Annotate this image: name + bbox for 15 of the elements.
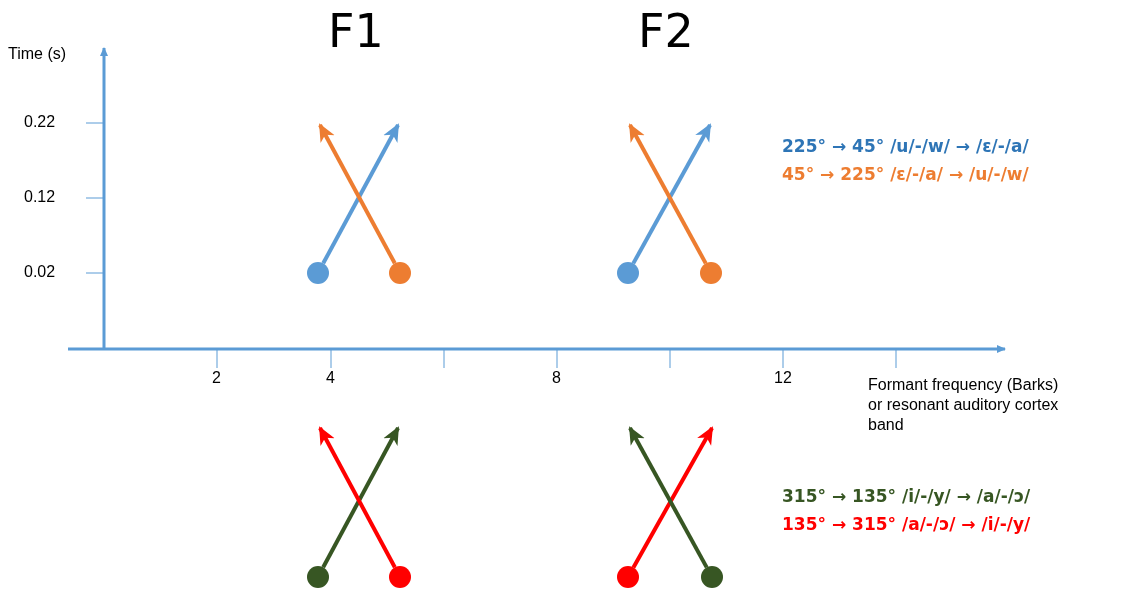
key-text: 225° → 45° /u/-/w/ → /ɛ/-/a/ (782, 136, 1029, 158)
key-text: 315° → 135° /i/-/y/ → /a/-/ɔ/ (782, 486, 1031, 508)
tick-label: 0.22 (24, 112, 56, 132)
panel-title: F1 (328, 8, 384, 54)
key-text: 45° → 225° /ɛ/-/a/ → /u/-/w/ (782, 164, 1029, 186)
tick-label: 12 (774, 368, 792, 388)
tick-label: 8 (552, 368, 561, 388)
tick-label: 0.12 (24, 187, 56, 207)
tick-label: 2 (212, 368, 221, 388)
key-text: 135° → 315° /a/-/ɔ/ → /i/-/y/ (782, 514, 1031, 536)
axis-title: Time (s) (8, 44, 67, 64)
axis-title: Formant frequency (Barks) or resonant auditory cortex band (868, 375, 1060, 435)
tick-label: 4 (326, 368, 335, 388)
panel-title: F2 (638, 8, 694, 54)
tick-label: 0.02 (24, 262, 56, 282)
